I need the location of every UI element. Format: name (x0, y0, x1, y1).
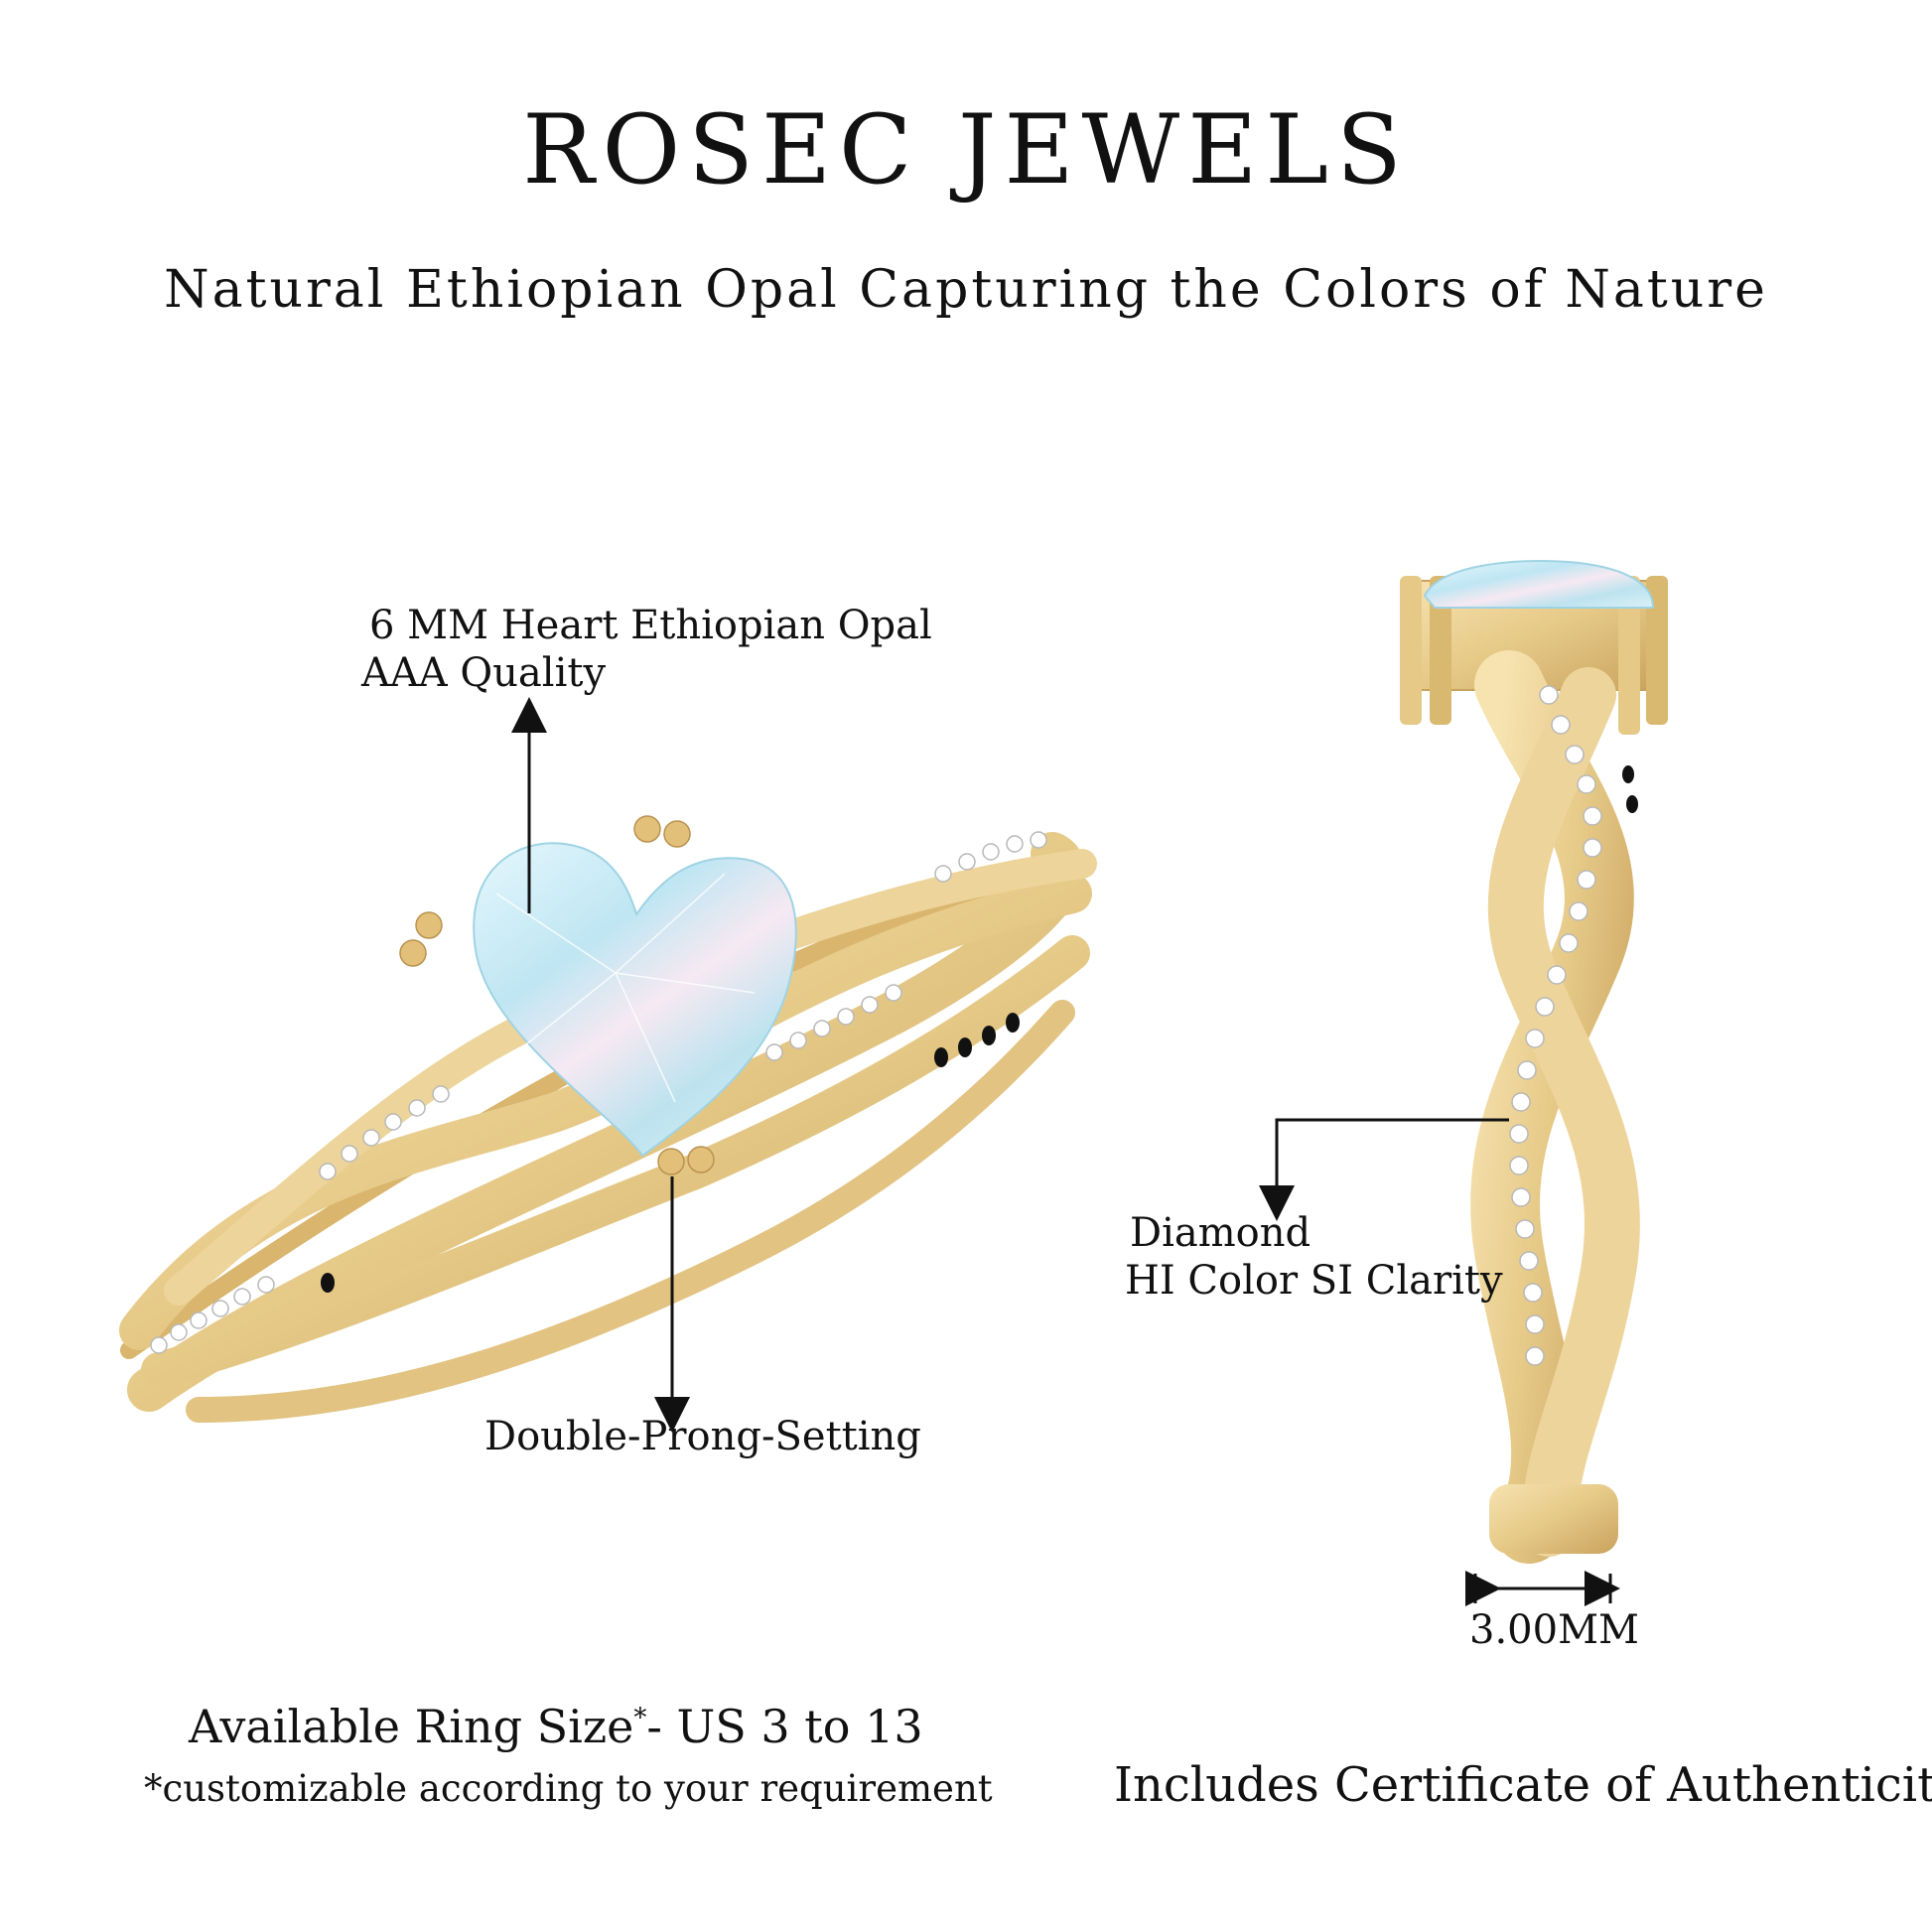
ring-size-range: - US 3 to 13 (646, 1700, 923, 1753)
pave-diamonds-side (1509, 685, 1602, 1366)
certificate-text: Includes Certificate of Authenticity (1114, 1757, 1932, 1813)
stone-label-line1: 6 MM Heart Ethiopian Opal (369, 603, 932, 648)
ring-front-view (119, 815, 1097, 1423)
pave-diamonds-left (150, 831, 1047, 1354)
ring-size-text: Available Ring Size*- US 3 to 13 (189, 1700, 923, 1753)
diamond-callout-line (1259, 1118, 1509, 1221)
diamond-label-line1: Diamond (1130, 1210, 1311, 1256)
heart-opal (473, 842, 797, 1158)
width-label: 3.00MM (1469, 1607, 1639, 1653)
tagline: Natural Ethiopian Opal Capturing the Col… (164, 260, 1768, 320)
accent-stones (321, 1013, 1020, 1293)
ring-side-view (1400, 560, 1668, 1564)
setting-label: Double-Prong-Setting (484, 1414, 921, 1459)
diamond-label-line2: HI Color SI Clarity (1125, 1258, 1503, 1304)
ring-size-label: Available Ring Size (189, 1700, 634, 1753)
customize-note: *customizable according to your requirem… (144, 1767, 993, 1810)
ring-size-asterisk: * (633, 1703, 647, 1733)
brand-title: ROSEC JEWELS (522, 94, 1410, 206)
opal-side (1423, 560, 1655, 609)
prongs (399, 815, 715, 1175)
stone-label-line2: AAA Quality (361, 650, 607, 696)
